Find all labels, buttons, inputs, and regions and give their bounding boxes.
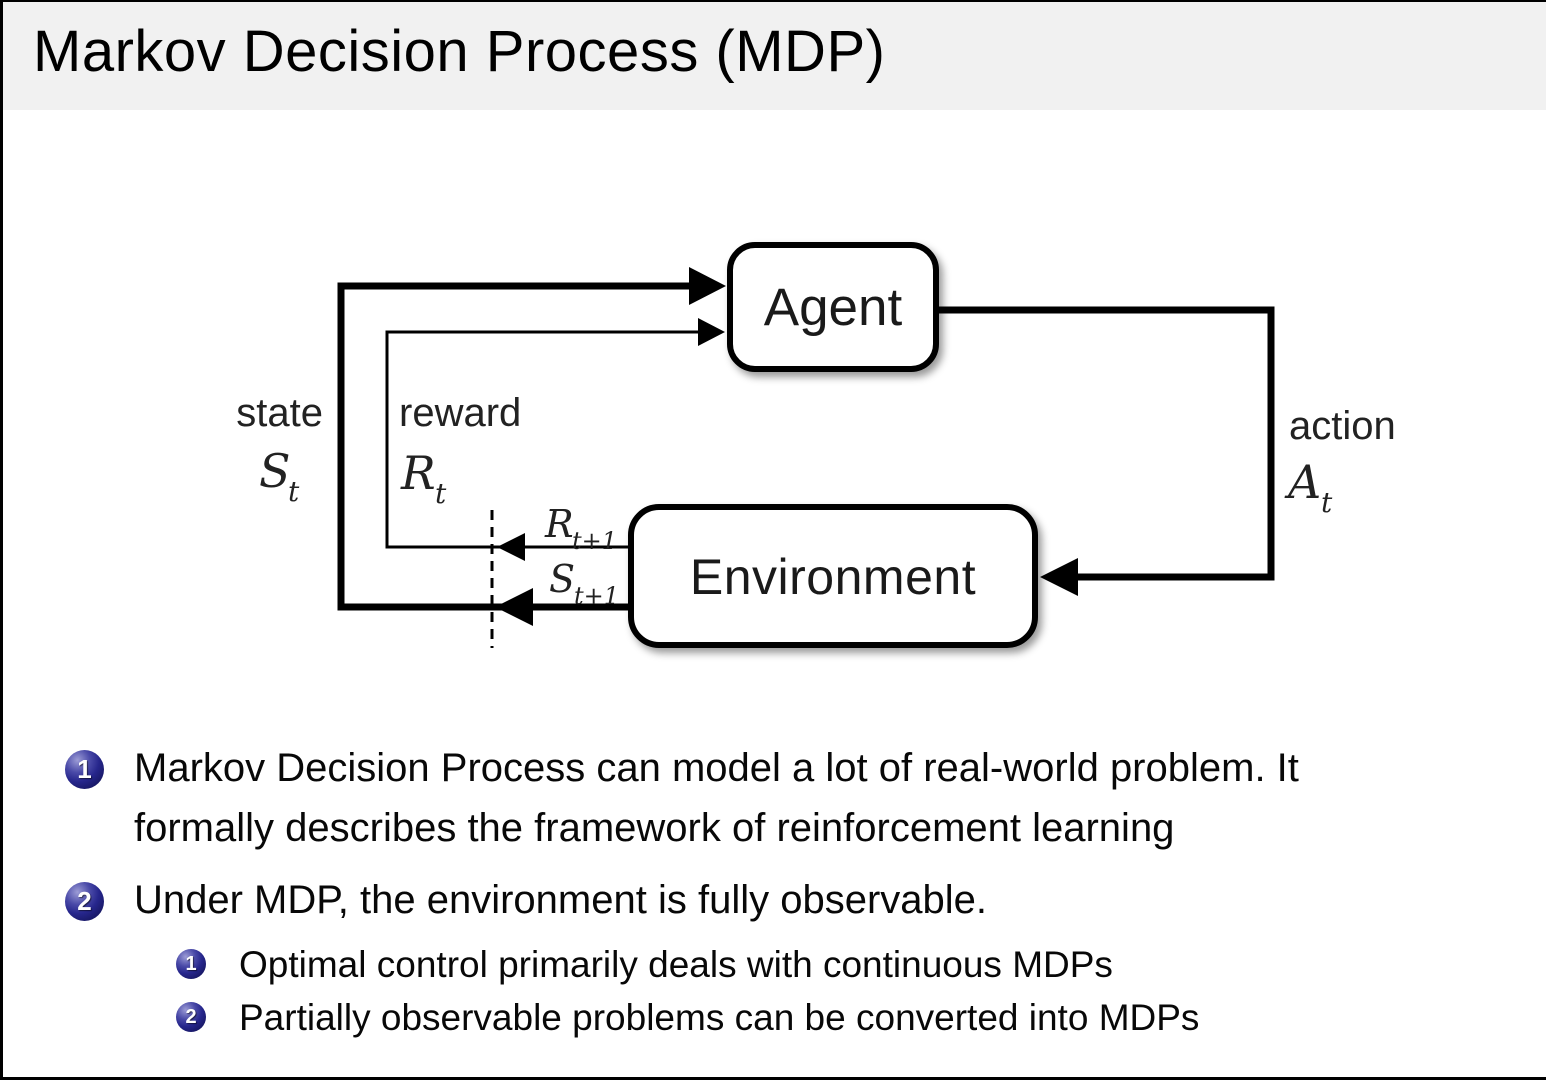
item-number-badge: 1 — [65, 750, 104, 789]
action-word-label: action — [1289, 404, 1396, 448]
state-into-agent-arrowhead — [689, 267, 726, 305]
state-symbol: S — [259, 444, 291, 498]
page-title: Markov Decision Process (MDP) — [33, 19, 886, 84]
sub-list-item-text: Optimal control primarily deals with con… — [239, 944, 1113, 985]
sub-list-item: 1 Optimal control primarily deals with c… — [176, 942, 1505, 988]
sub-bullet-list: 1 Optimal control primarily deals with c… — [176, 942, 1505, 1041]
reward-word-label: reward — [399, 391, 521, 435]
list-item-text: Markov Decision Process can model a lot … — [134, 746, 1299, 850]
subitem-number-badge: 2 — [176, 1002, 206, 1032]
next-reward-arrowhead — [497, 533, 525, 561]
sub-list-item: 2 Partially observable problems can be c… — [176, 995, 1505, 1041]
reward-symbol-subscript: t — [435, 477, 447, 510]
list-item: 1 Markov Decision Process can model a lo… — [65, 738, 1505, 858]
reward-into-agent-arrowhead — [698, 318, 725, 346]
title-bar: Markov Decision Process (MDP) — [3, 2, 1546, 110]
agent-box-label: Agent — [764, 278, 903, 337]
next-state-subscript: t+1 — [574, 582, 619, 610]
agent-environment-diagram: Agent Environment state S t reward R t R… — [236, 242, 1396, 648]
subitem-number-badge: 1 — [176, 949, 206, 979]
bullet-list: 1 Markov Decision Process can model a lo… — [65, 738, 1505, 1048]
environment-box-label: Environment — [690, 549, 976, 605]
agent-box — [727, 242, 939, 372]
next-state-symbol: S — [549, 557, 575, 601]
action-symbol: A — [1284, 455, 1321, 509]
environment-box — [628, 504, 1038, 648]
list-item: 2 Under MDP, the environment is fully ob… — [65, 870, 1505, 930]
reward-symbol: R — [400, 446, 436, 500]
state-symbol-subscript: t — [288, 475, 300, 508]
next-reward-symbol: R — [544, 502, 574, 546]
list-item-text: Under MDP, the environment is fully obse… — [134, 878, 988, 922]
action-into-environment-arrowhead — [1040, 558, 1078, 596]
next-reward-subscript: t+1 — [572, 527, 617, 555]
action-flow-line — [936, 306, 1275, 581]
sub-list-item-text: Partially observable problems can be con… — [239, 997, 1200, 1038]
state-flow-line — [337, 282, 701, 611]
next-state-arrowhead — [495, 588, 533, 626]
action-symbol-subscript: t — [1321, 486, 1333, 519]
state-word-label: state — [236, 391, 323, 435]
item-number-badge: 2 — [65, 882, 104, 921]
